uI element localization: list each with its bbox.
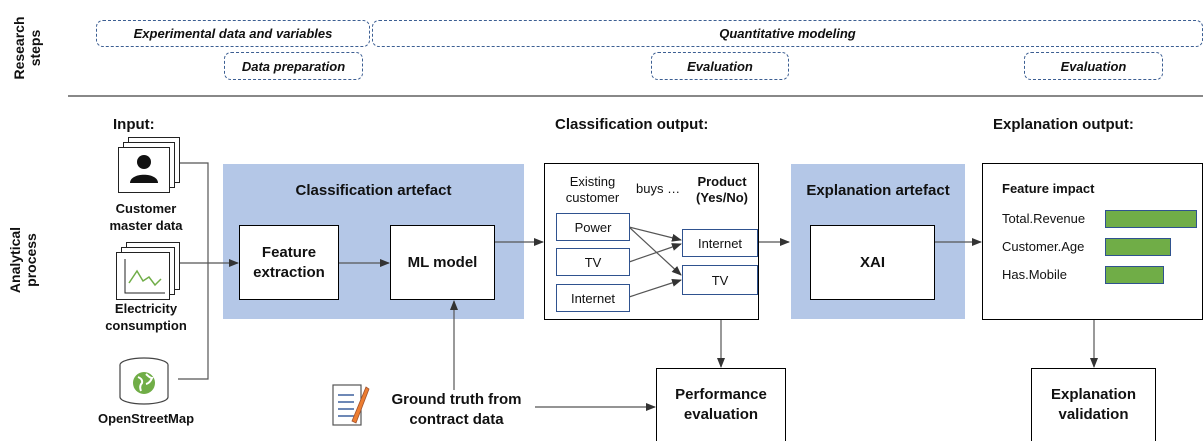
input-heading: Input: [113,116,155,133]
arrow-power-to-internet [628,226,682,242]
performance-evaluation-label: Performance evaluation [675,386,767,423]
xai-box: XAI [810,225,935,300]
classification-artefact-title: Classification artefact [295,182,452,199]
contract-document-icon [330,381,370,433]
feature-impact-bar-2 [1105,266,1164,284]
left-item-power: Power [556,213,630,241]
step-data-preparation: Data preparation [224,52,363,80]
explanation-output-heading: Explanation output: [993,116,1134,133]
explanation-output-heading-text: Explanation output: [993,116,1134,133]
input-electricity-label: Electricity consumption [105,301,187,333]
step-experimental-data: Experimental data and variables [96,20,370,47]
right-item-internet: Internet [682,229,758,257]
performance-evaluation-box: Performance evaluation [656,368,786,441]
customer-master-data-icon [118,137,180,195]
feature-name-0: Total.Revenue [1002,211,1086,226]
input-osm-label: OpenStreetMap [97,411,195,426]
left-item-internet-label: Internet [570,290,616,306]
ml-model-box: ML model [390,225,495,300]
person-icon [130,155,158,183]
feature-name-2: Has.Mobile [1002,267,1068,282]
left-item-power-label: Power [574,219,612,235]
input-customer-label: Customer master data [109,201,183,233]
right-item-internet-label: Internet [697,235,743,251]
line-chart-icon [124,259,165,294]
feature-name-1: Customer.Age [1002,239,1085,254]
feature-extraction-label: Feature extraction [253,243,325,281]
step-evaluation-1-label: Evaluation [687,58,753,74]
explanation-validation-box: Explanation validation [1031,368,1156,441]
feature-impact-title: Feature impact [1002,181,1095,196]
existing-customer-label: Existing customer [565,174,620,205]
explanation-artefact-title: Explanation artefact [806,182,950,199]
feature-impact-bar-0 [1105,210,1197,228]
ml-model-label: ML model [407,254,478,271]
step-evaluation-1: Evaluation [651,52,789,80]
xai-label: XAI [859,254,885,271]
classification-output-heading: Classification output: [555,116,708,133]
left-item-internet: Internet [556,284,630,312]
step-evaluation-2-label: Evaluation [1060,58,1127,74]
input-bracket-line [178,162,209,380]
left-item-tv-label: TV [584,254,602,270]
database-globe-icon [116,356,172,406]
feature-extraction-box: Feature extraction [239,225,339,300]
electricity-chart-icon [116,242,180,300]
classification-output-panel [544,163,759,320]
ground-truth-label: Ground truth from contract data [391,391,522,428]
right-item-tv: TV [682,265,758,295]
step-evaluation-2: Evaluation [1024,52,1163,80]
row-divider [68,95,1203,97]
classification-output-heading-text: Classification output: [555,116,709,133]
feature-impact-bar-1 [1105,238,1171,256]
right-item-tv-label: TV [711,272,729,288]
step-data-prep-label: Data preparation [241,58,346,74]
product-label: Product (Yes/No) [695,174,748,205]
arrow-tv-to-internet [628,243,682,263]
explanation-validation-label: Explanation validation [1050,386,1136,423]
arrow-power-to-tv [628,226,682,276]
step-quantitative-label: Quantitative modeling [719,26,856,41]
left-item-tv: TV [556,248,630,276]
buys-label: buys … [636,181,681,196]
step-experimental-label: Experimental data and variables [133,26,333,41]
arrow-internet-to-tv [628,278,682,298]
